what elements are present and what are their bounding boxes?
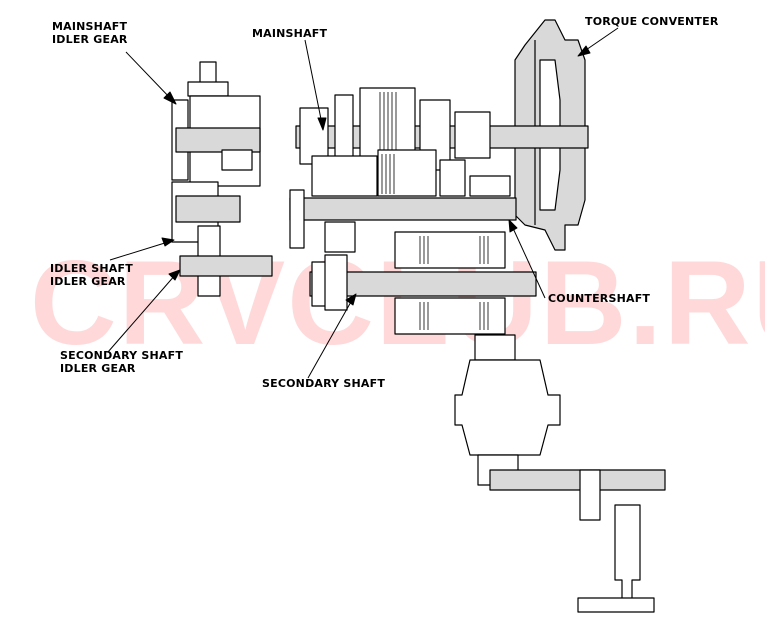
label-mainshaft-idler-gear: MAINSHAFT IDLER GEAR [52,20,128,46]
label-secondary-idler-line2: IDLER GEAR [60,362,136,375]
label-idler-shaft-line1: IDLER SHAFT [50,262,133,275]
differential [454,334,666,613]
label-idler-shaft-idler-gear: IDLER SHAFT IDLER GEAR [50,262,133,288]
countershaft [289,149,517,253]
mainshaft [295,87,589,179]
label-mainshaft: MAINSHAFT [252,27,328,40]
secondary-shaft [309,231,537,335]
label-secondary-idler-line1: SECONDARY SHAFT [60,349,184,362]
leader-lines [107,27,619,379]
label-idler-shaft-line2: IDLER GEAR [50,275,126,288]
mainshaft-idler-gear [171,61,261,187]
label-secondary-shaft-idler-gear: SECONDARY SHAFT IDLER GEAR [60,349,183,375]
label-mainshaft-idler-line1: MAINSHAFT [52,20,128,33]
idler-shaft-idler-gear [171,181,273,297]
label-mainshaft-idler-line2: IDLER GEAR [52,33,128,46]
label-secondary-shaft: SECONDARY SHAFT [262,377,386,390]
label-torque-converter: TORQUE CONVENTER [585,15,719,28]
label-countershaft: COUNTERSHAFT [548,292,651,305]
